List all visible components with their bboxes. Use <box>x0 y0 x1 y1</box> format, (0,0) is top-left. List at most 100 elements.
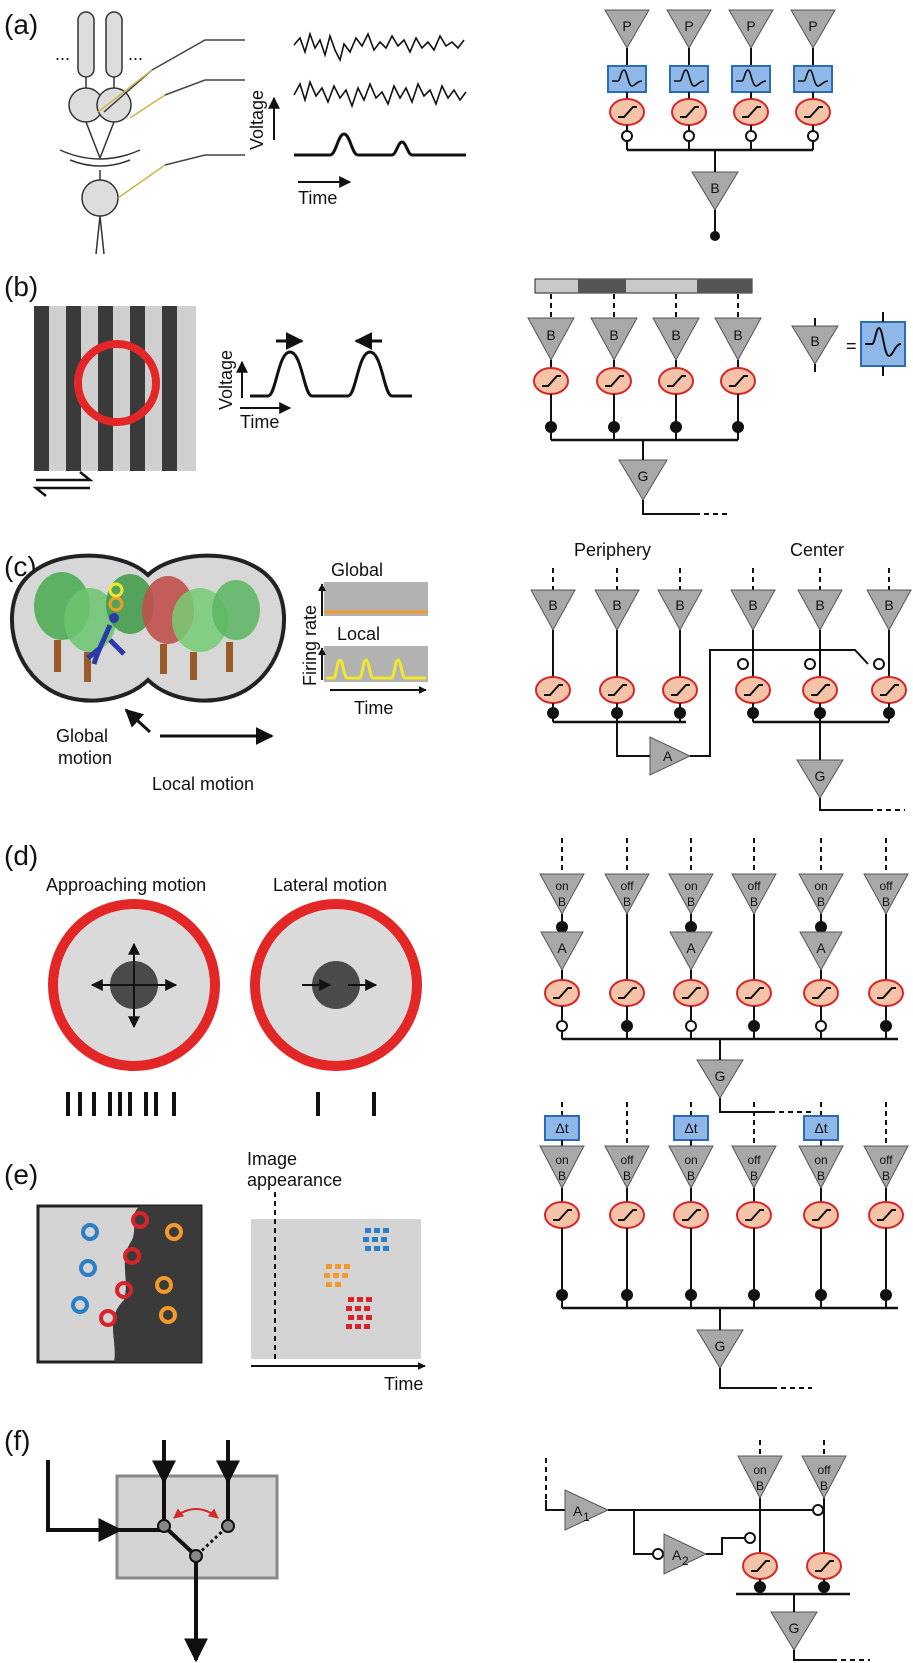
synapse-nonlinearity <box>868 1201 904 1229</box>
bipolar-label: B <box>815 597 824 613</box>
global-response-plot <box>324 582 428 616</box>
synapse-nonlinearity <box>535 676 571 704</box>
synapse-nonlinearity <box>736 1201 772 1229</box>
bipolar-label: B <box>548 597 557 613</box>
nonlinearity-icon <box>729 375 748 387</box>
grating-stimulus <box>34 306 196 471</box>
excitatory-terminal <box>818 1581 830 1593</box>
firing-rate-label: Firing rate <box>300 605 320 686</box>
bipolar-label: B <box>882 895 890 909</box>
nonlinearity-icon <box>605 375 624 387</box>
synapse-nonlinearity <box>662 676 698 704</box>
bipolar-cell-label: B <box>710 180 719 196</box>
excitatory-terminal <box>685 1289 697 1301</box>
lateral-stimulus <box>250 899 422 1071</box>
excitatory-terminal <box>556 921 568 933</box>
nonlinearity-icon <box>751 1560 770 1572</box>
bipolar-label: B <box>623 895 631 909</box>
ganglion-label-f: G <box>789 1620 800 1636</box>
local-response-trace <box>326 658 426 680</box>
nonlinearity-icon <box>553 987 572 999</box>
inhibitory-terminal <box>807 130 819 142</box>
synapse-nonlinearity <box>544 979 580 1007</box>
off-bipolar-cell <box>604 873 650 916</box>
photoreceptor-label: P <box>808 18 817 34</box>
synapse-nonlinearity <box>599 676 635 704</box>
off-bipolar-cell <box>604 1145 650 1190</box>
trace-photoreceptor-2 <box>293 79 467 109</box>
nonlinearity-icon <box>680 106 699 118</box>
temporal-filter <box>669 65 709 93</box>
synapse-nonlinearity <box>673 979 709 1007</box>
nonlinearity-icon <box>745 1209 764 1221</box>
filter-kernel-icon <box>674 69 705 87</box>
nonlinearity-icon <box>744 684 763 696</box>
bipolar-cell <box>714 317 762 362</box>
equals-sign: = <box>846 336 857 356</box>
trace-photoreceptor-1 <box>293 31 465 63</box>
synapse-nonlinearity <box>671 98 707 126</box>
bipolar-cell <box>730 589 776 632</box>
switch-schematic <box>46 1440 279 1663</box>
filter-kernel-icon <box>736 69 767 87</box>
bipolar-label: B <box>817 895 825 909</box>
nonlinearity-icon <box>553 1209 572 1221</box>
synapse-nonlinearity <box>735 676 771 704</box>
nonlinearity-icon <box>618 987 637 999</box>
amacrine-a2-label: A <box>672 1547 682 1563</box>
on-label: on <box>684 879 697 893</box>
synapse-nonlinearity <box>733 98 769 126</box>
excitatory-terminal <box>880 1020 892 1032</box>
synapse-nonlinearity <box>795 98 831 126</box>
global-motion-arrow <box>124 708 152 734</box>
excitatory-terminal <box>815 1289 827 1301</box>
local-motion-label: Local motion <box>152 774 254 794</box>
filter-kernel-icon <box>865 326 902 358</box>
off-bipolar-cell <box>731 873 777 916</box>
bipolar-label: B <box>820 1479 828 1493</box>
local-response-label: Local <box>337 624 380 644</box>
inhibitory-terminal <box>815 1020 827 1032</box>
bipolar-cell <box>594 589 640 632</box>
excitatory-terminal <box>747 707 759 719</box>
global-motion-line2: motion <box>58 748 112 768</box>
synapse-nonlinearity <box>806 1552 842 1580</box>
on-label: on <box>555 879 568 893</box>
nonlinearity-icon <box>671 684 690 696</box>
excitatory-terminal <box>674 707 686 719</box>
bipolar-cell <box>657 589 703 632</box>
ganglion-label-d: G <box>715 1068 726 1084</box>
approaching-spike-train <box>66 1092 176 1116</box>
bipolar-label: B <box>750 1169 758 1183</box>
amacrine-cell <box>669 931 713 972</box>
amacrine-label: A <box>557 940 567 956</box>
delay-box <box>803 1115 839 1141</box>
nonlinearity-icon <box>812 1209 831 1221</box>
amacrine-a1 <box>564 1489 610 1531</box>
nonlinearity-icon <box>742 106 761 118</box>
bipolar-label: B <box>756 1479 764 1493</box>
bipolar-label: B <box>884 597 893 613</box>
synapse-nonlinearity <box>720 367 756 395</box>
off-label: off <box>620 879 634 893</box>
photoreceptor <box>666 9 712 49</box>
approaching-stimulus <box>48 899 220 1071</box>
receptive-field-ring <box>74 340 160 426</box>
polarity-label: on <box>753 1463 766 1477</box>
amacrine-a2-sub: 2 <box>682 1554 689 1568</box>
time-label-c: Time <box>354 698 393 718</box>
voltage-label-a: Voltage <box>247 90 267 150</box>
excitatory-terminal <box>547 707 559 719</box>
electrodes <box>97 39 245 199</box>
on-label: on <box>555 1153 568 1167</box>
amacrine-cell <box>649 736 692 776</box>
bipolar-label: B <box>882 1169 890 1183</box>
voltage-label-b: Voltage <box>216 350 236 410</box>
synapse-nonlinearity <box>803 979 839 1007</box>
synapse-nonlinearity <box>609 98 645 126</box>
periphery-label: Periphery <box>574 540 651 560</box>
object-motion-scene <box>10 553 286 703</box>
off-label: off <box>620 1153 634 1167</box>
nonlinearity-icon <box>815 1560 834 1572</box>
